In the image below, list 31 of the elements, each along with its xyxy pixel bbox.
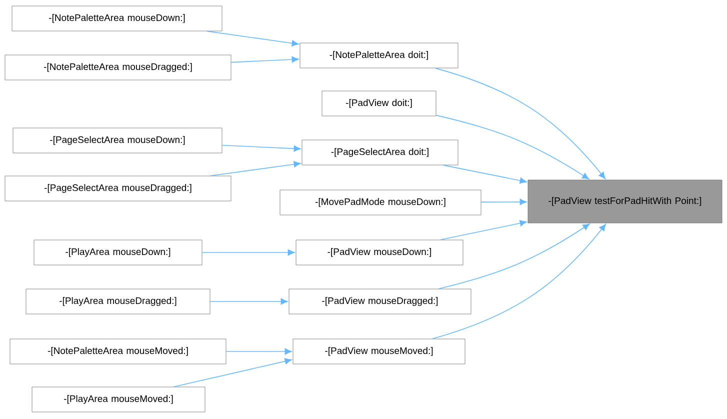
function-box: -[NotePaletteArea mouseDragged:] <box>4 54 232 80</box>
function-box: -[PadView mouseMoved:] <box>292 338 466 364</box>
function-box: -[PageSelectArea mouseDown:] <box>12 128 222 154</box>
arrow <box>173 358 292 388</box>
function-box: -[PlayArea mouseDown:] <box>34 240 202 266</box>
arrow <box>202 249 295 256</box>
arrow <box>210 161 301 176</box>
function-box: -[NotePaletteArea mouseDown:] <box>12 6 222 32</box>
arrow <box>206 30 299 46</box>
function-box: -[PlayArea mouseDragged:] <box>26 288 210 314</box>
arrow <box>434 68 606 180</box>
arrow <box>443 164 527 184</box>
arrow <box>222 144 301 152</box>
arrow <box>210 298 288 305</box>
function-box: -[PageSelectArea mouseDragged:] <box>4 176 232 202</box>
arrow <box>436 114 590 180</box>
arrow <box>226 348 292 355</box>
function-box: -[MovePadMode mouseDown:] <box>280 190 482 216</box>
function-box: -[PlayArea mouseMoved:] <box>32 386 206 412</box>
function-box: -[NotePaletteArea doit:] <box>300 42 458 68</box>
arrow <box>440 220 527 240</box>
arrow <box>432 224 606 340</box>
function-box: -[PadView mouseDragged:] <box>288 288 472 314</box>
function-box: -[NotePaletteArea mouseMoved:] <box>10 338 226 364</box>
arrow <box>438 224 590 290</box>
arrow <box>230 56 299 63</box>
function-box: -[PadView mouseDown:] <box>296 240 464 266</box>
arrow <box>480 198 527 206</box>
function-box: -[PadView doit:] <box>322 90 436 116</box>
function-box: -[PageSelectArea doit:] <box>302 140 458 166</box>
highlighted-function-box: -[PadView testForPadHitWith Point:] <box>528 180 722 224</box>
